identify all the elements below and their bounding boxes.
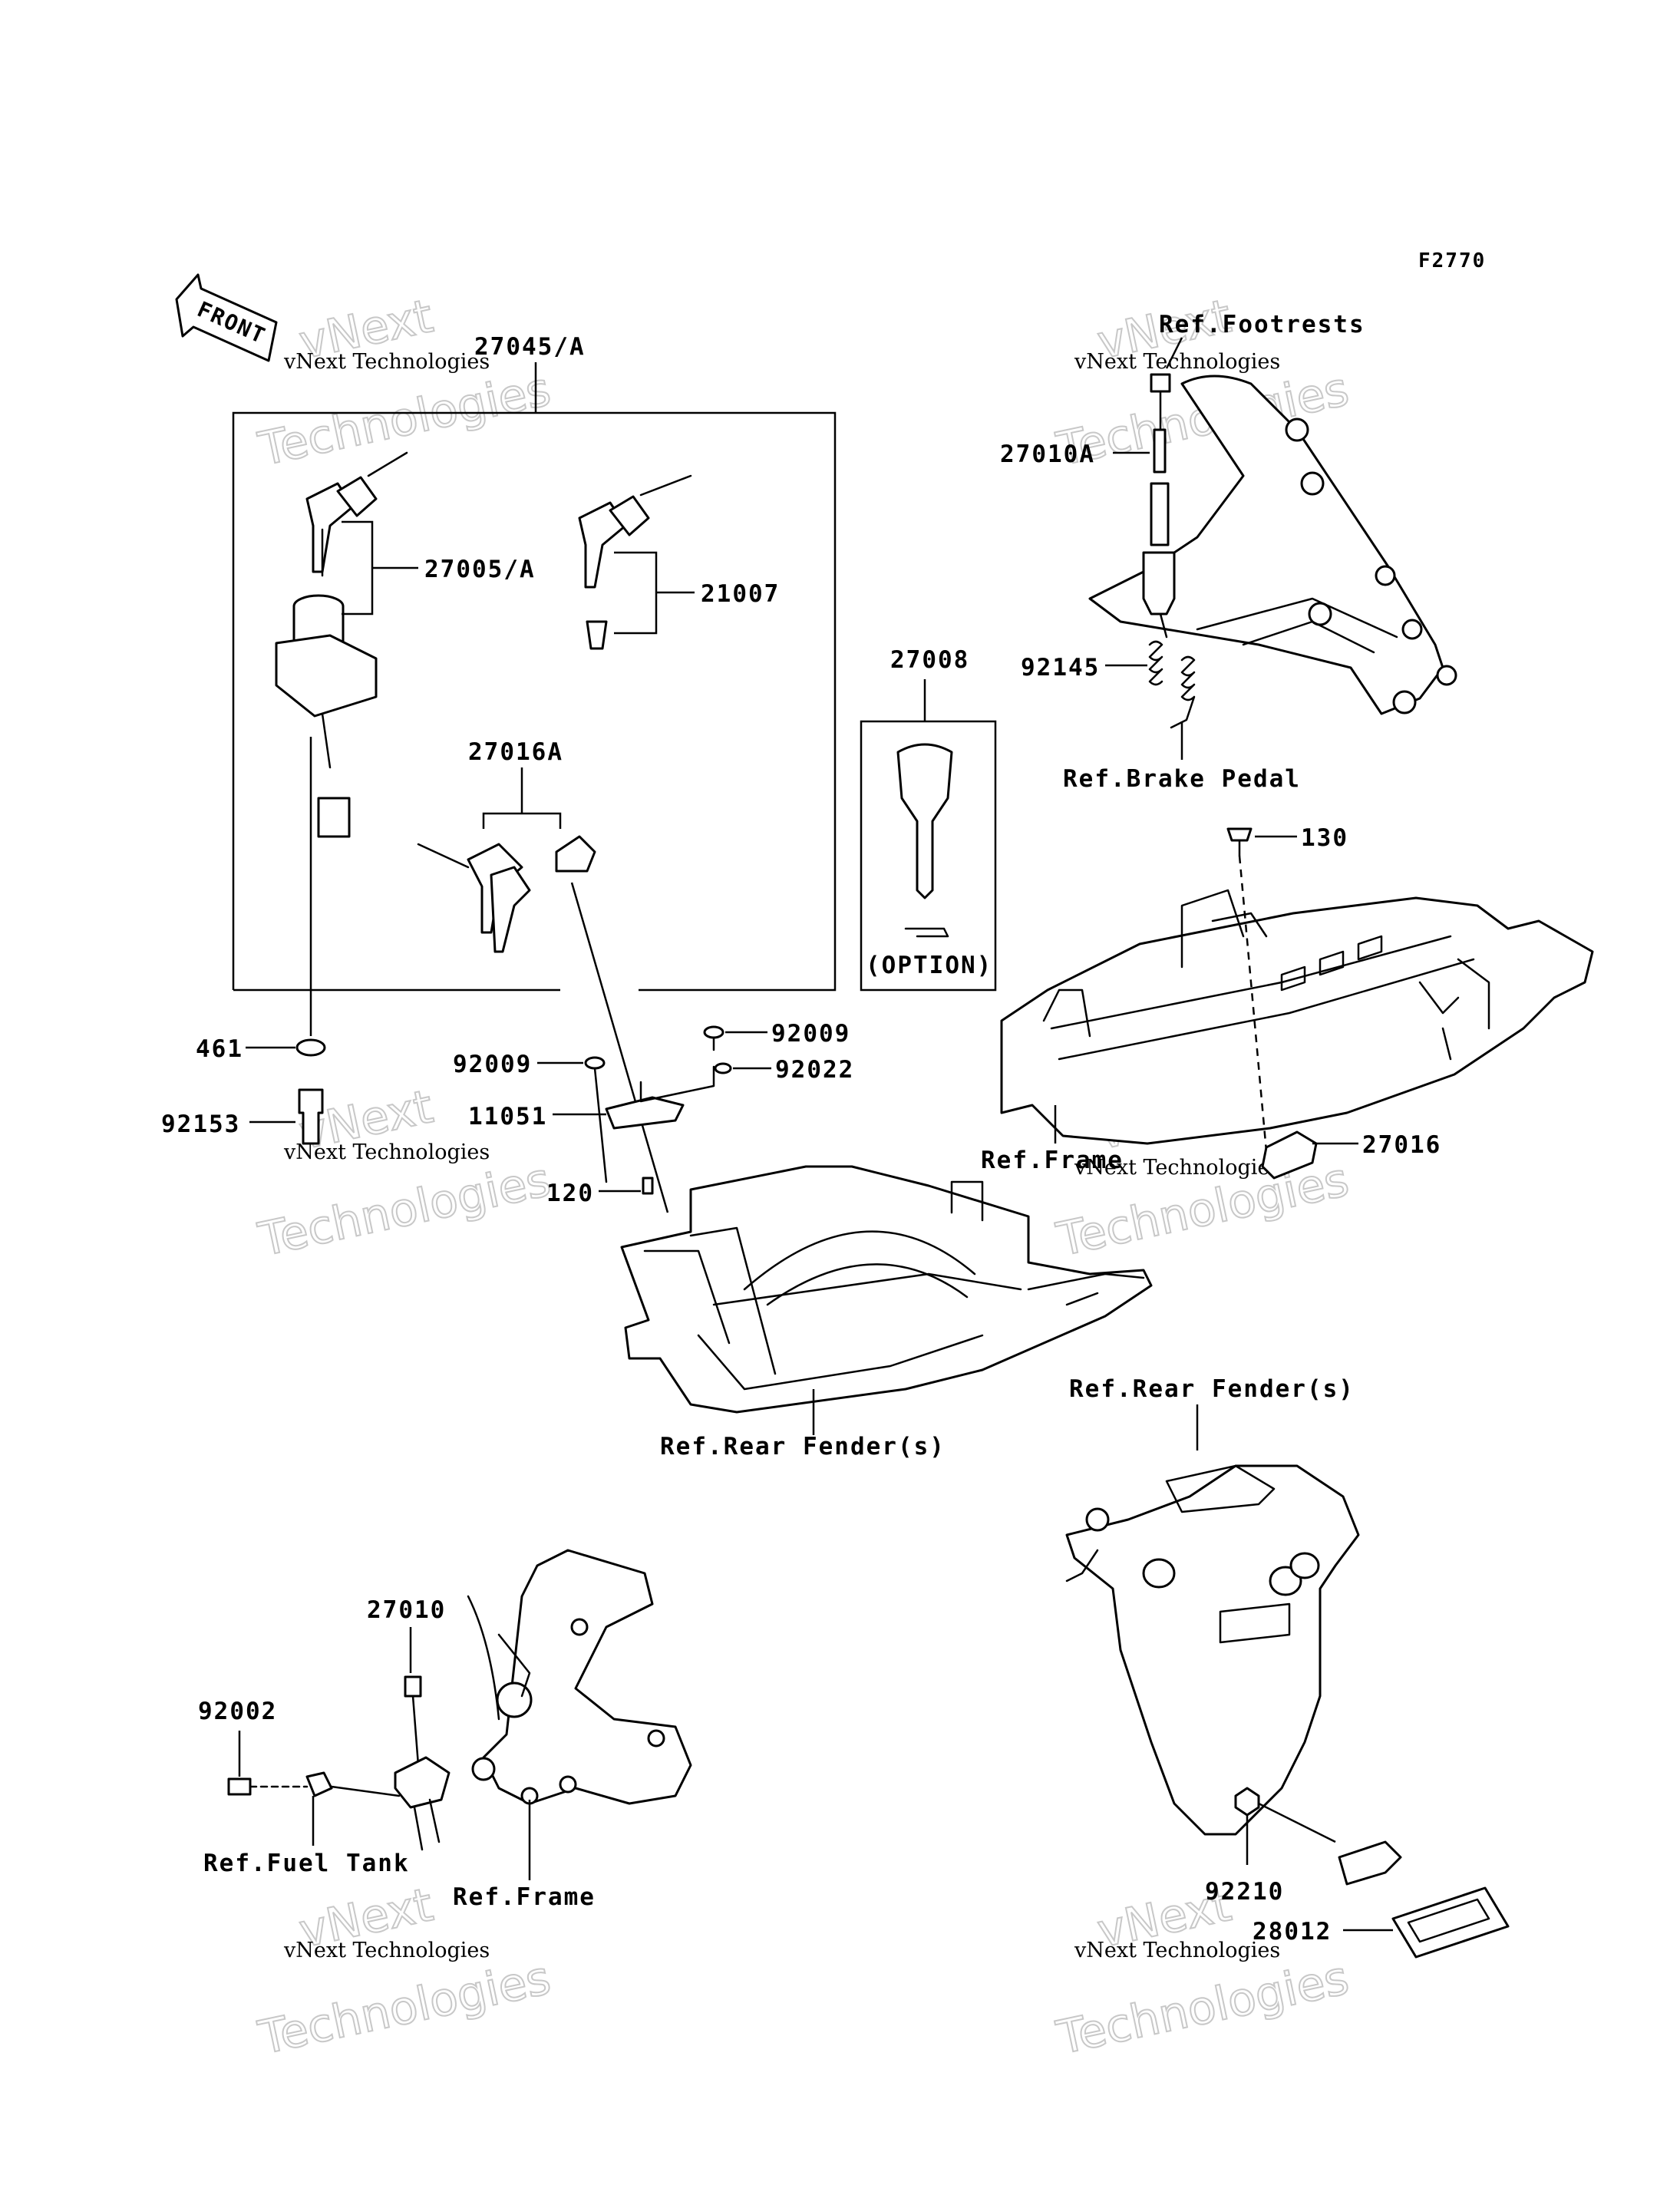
screw-120-icon: [642, 1177, 654, 1195]
rear-fender-tray-icon: [620, 1165, 1153, 1414]
ref-frame-bottom: Ref.Frame: [453, 1883, 596, 1911]
seat-frame-icon: [1000, 889, 1594, 1145]
part-label-92153: 92153: [161, 1111, 240, 1138]
part-label-92009-left: 92009: [453, 1051, 532, 1078]
watermark-text: vNext Technologies: [1074, 1156, 1280, 1180]
footrest-bracket-icon: [1088, 375, 1457, 715]
part-label-130: 130: [1301, 824, 1348, 852]
bolt-130-icon: [1226, 827, 1253, 857]
keys-27005A-icon: [305, 451, 408, 577]
lock-27016-icon: [1261, 1130, 1318, 1180]
screw-92009-icon: [703, 1025, 724, 1051]
nut-92210-icon: [1234, 1787, 1260, 1817]
part-label-27010A: 27010A: [1000, 441, 1095, 468]
svg-text:Technologies: Technologies: [254, 1153, 556, 1267]
bolt-92153-icon: [298, 1088, 324, 1145]
option-label: (OPTION): [866, 952, 992, 979]
part-label-27045A: 27045/A: [474, 333, 586, 361]
bracket-11051-icon: [605, 1065, 715, 1130]
ignition-switch-icon: [275, 594, 378, 838]
watermark-text: vNext Technologies: [283, 350, 490, 374]
screw-92009b-icon: [584, 1056, 608, 1183]
part-label-92022: 92022: [775, 1056, 854, 1084]
ref-rear-fender-right: Ref.Rear Fender(s): [1069, 1375, 1355, 1403]
key-27008-icon: [896, 743, 953, 938]
part-label-27008: 27008: [890, 646, 969, 674]
ref-fuel-tank: Ref.Fuel Tank: [203, 1850, 410, 1877]
part-label-120: 120: [546, 1180, 594, 1207]
front-arrow-icon: FRONT: [175, 273, 278, 362]
spring-92145-icon: [1148, 640, 1196, 729]
part-label-27005A: 27005/A: [424, 556, 536, 583]
washer-461-icon: [295, 1038, 326, 1057]
bolt-92002-icon: [227, 1771, 401, 1797]
part-label-27016: 27016: [1362, 1131, 1441, 1159]
part-label-11051: 11051: [468, 1103, 547, 1130]
frame-bracket-icon: [467, 1549, 692, 1805]
part-label-92009-upper: 92009: [771, 1020, 850, 1048]
reflector-28012-icon: [1338, 1840, 1510, 1959]
keys-21007-icon: [578, 474, 692, 650]
part-label-92002: 92002: [198, 1698, 277, 1725]
svg-text:Technologies: Technologies: [1052, 1951, 1354, 2065]
ref-brake-pedal: Ref.Brake Pedal: [1063, 765, 1301, 793]
part-label-92145: 92145: [1021, 654, 1100, 682]
part-label-92210: 92210: [1205, 1878, 1284, 1906]
part-label-21007: 21007: [701, 580, 780, 608]
part-label-27016A: 27016A: [468, 738, 563, 766]
watermark-text: vNext Technologies: [1074, 350, 1280, 374]
figure-code: F2770: [1418, 249, 1486, 272]
part-label-461: 461: [196, 1035, 243, 1063]
svg-text:Technologies: Technologies: [254, 362, 556, 477]
part-label-28012: 28012: [1253, 1918, 1332, 1946]
ref-rear-fender-center: Ref.Rear Fender(s): [660, 1433, 946, 1460]
watermark-text: vNext Technologies: [283, 1939, 490, 1962]
brake-switch-27010A-icon: [1142, 373, 1176, 639]
washer-92022-icon: [714, 1062, 732, 1074]
ref-frame-mid: Ref.Frame: [981, 1147, 1124, 1174]
ignition-kit-box: 27045/A: [232, 333, 837, 992]
keys-27016A-icon: [417, 835, 596, 953]
ref-footrests: Ref.Footrests: [1159, 311, 1365, 338]
watermark-text: vNext Technologies: [1074, 1939, 1280, 1962]
option-key-box: [860, 720, 997, 992]
sidestand-switch-27010-icon: [394, 1675, 451, 1851]
svg-text:Technologies: Technologies: [254, 1951, 556, 2065]
license-plate-bracket-icon: [1065, 1464, 1360, 1836]
part-label-27010: 27010: [367, 1596, 446, 1624]
